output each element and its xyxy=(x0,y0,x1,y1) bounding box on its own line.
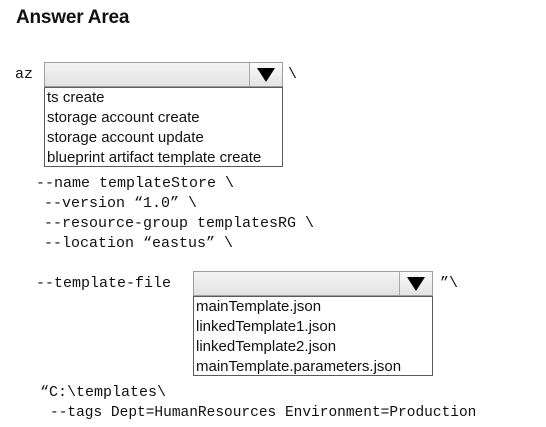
answer-area-title: Answer Area xyxy=(16,7,130,28)
template-file-dropdown[interactable] xyxy=(193,271,433,296)
az-line-continuation: \ xyxy=(288,66,298,83)
location-param: --location “eastus” \ xyxy=(44,235,234,252)
template-file-dropdown-button[interactable] xyxy=(399,272,432,295)
az-command: az xyxy=(15,66,34,83)
version-param: --version “1.0” \ xyxy=(44,195,198,212)
template-file-dropdown-list: mainTemplate.json linkedTemplate1.json l… xyxy=(193,296,433,376)
template-file-option[interactable]: mainTemplate.parameters.json xyxy=(196,358,402,375)
command-dropdown[interactable] xyxy=(44,62,283,87)
command-option[interactable]: blueprint artifact template create xyxy=(47,149,262,166)
template-path: “C:\templates\ xyxy=(40,384,167,401)
template-file-option[interactable]: mainTemplate.json xyxy=(196,298,322,315)
command-option[interactable]: ts create xyxy=(47,89,105,106)
template-file-option[interactable]: linkedTemplate2.json xyxy=(196,338,337,355)
template-file-param: --template-file xyxy=(36,275,172,292)
chevron-down-icon xyxy=(257,67,275,82)
template-file-option[interactable]: linkedTemplate1.json xyxy=(196,318,337,335)
command-dropdown-list: ts create storage account create storage… xyxy=(44,87,283,167)
command-option[interactable]: storage account update xyxy=(47,129,204,146)
resource-group-param: --resource-group templatesRG \ xyxy=(44,215,315,232)
command-dropdown-button[interactable] xyxy=(249,63,282,86)
name-param: --name templateStore \ xyxy=(36,175,235,192)
chevron-down-icon xyxy=(407,276,425,291)
command-option[interactable]: storage account create xyxy=(47,109,200,126)
tags-param: --tags Dept=HumanResources Environment=P… xyxy=(50,405,477,421)
template-file-continuation: ”\ xyxy=(440,275,459,292)
